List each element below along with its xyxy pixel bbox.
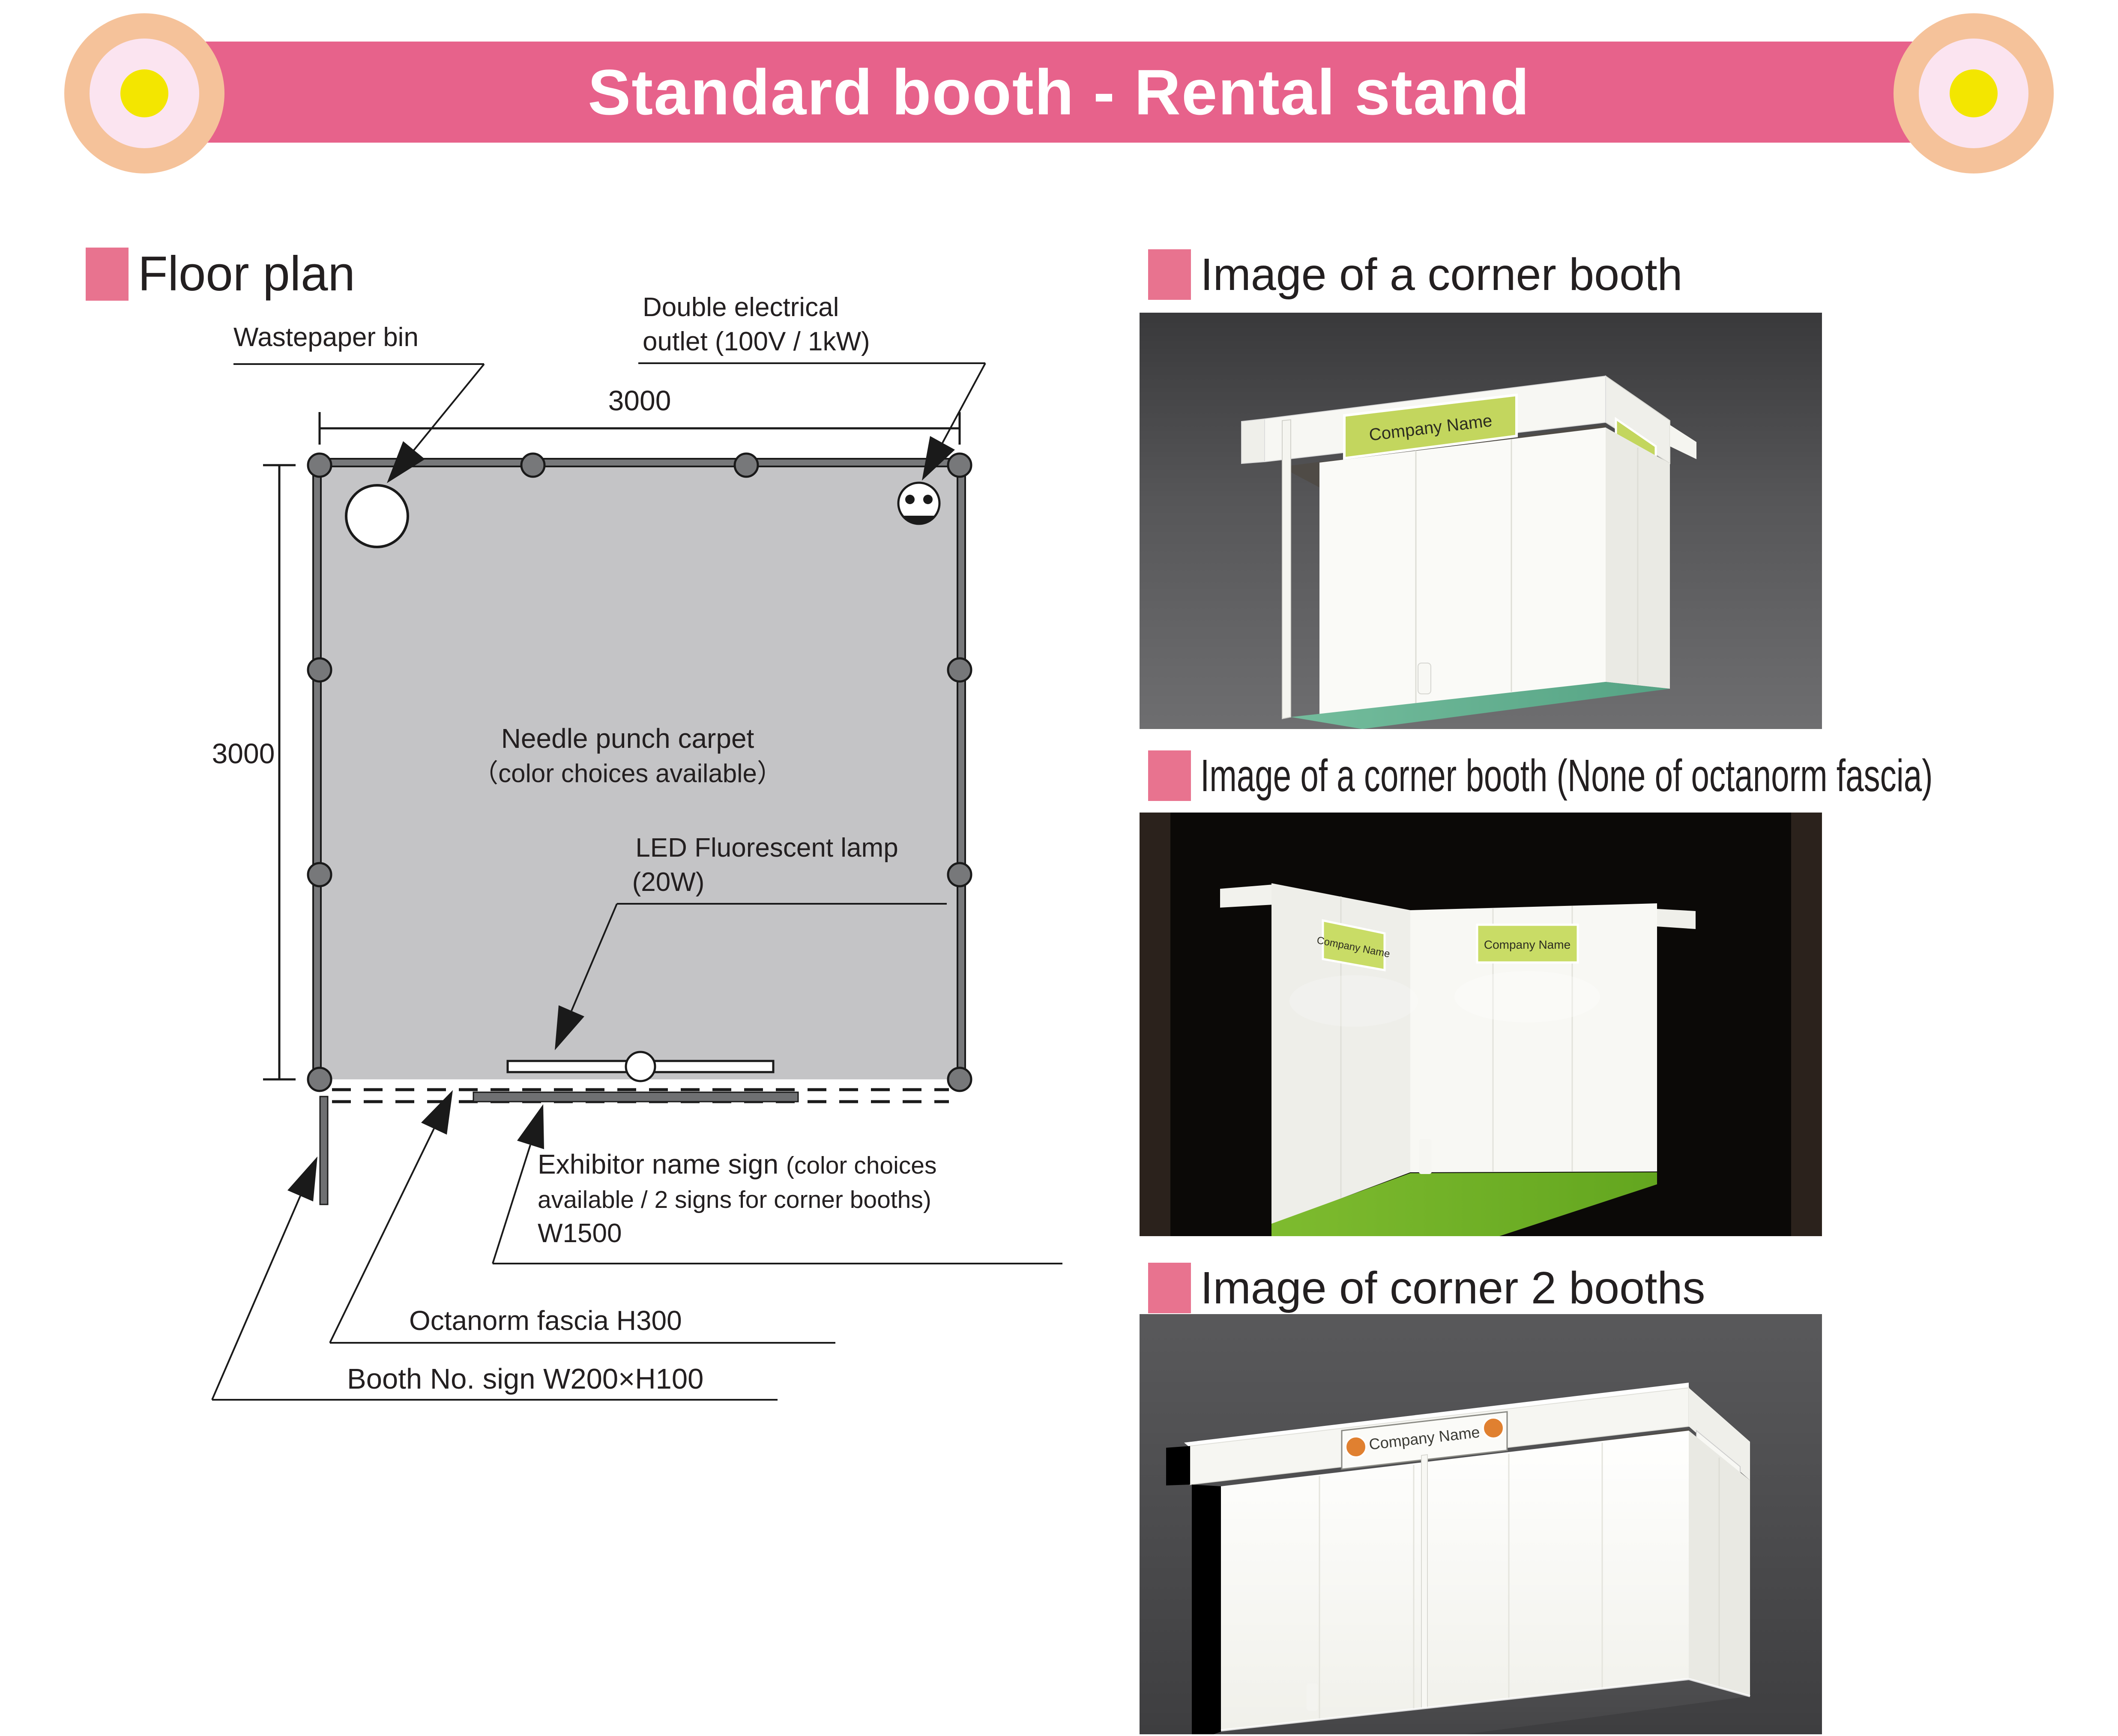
company-name-sign	[1343, 393, 1518, 460]
section-heading-corner-booth-no-fascia: Image of a corner booth (None of octanor…	[1148, 750, 2118, 801]
page-title: Standard booth - Rental stand	[588, 56, 1530, 128]
exhibitor-sign-symbol	[473, 1091, 799, 1103]
heading-text: Floor plan	[138, 247, 355, 301]
fascia-bracket	[1670, 425, 1696, 459]
back-wall	[1410, 903, 1657, 1172]
label-electrical-outlet: Double electrical outlet (100V / 1kW)	[643, 293, 870, 356]
corner-2-booths-image: Company Name	[1140, 1314, 1822, 1734]
heading-bullet	[86, 248, 129, 301]
extinguisher	[1418, 663, 1431, 694]
heading-text: Image of corner 2 booths	[1200, 1263, 1705, 1313]
company-name-text: Company Name	[1484, 938, 1571, 951]
company-name-sign-front	[1476, 923, 1579, 964]
booth-walls	[312, 458, 966, 1080]
carpet-floor	[1291, 682, 1670, 729]
photo-edge-left	[1140, 813, 1170, 1236]
label-carpet: Needle punch carpet （color choices avail…	[473, 723, 783, 788]
svg-text:LED Fluorescent lamp: LED Fluorescent lamp	[635, 833, 898, 863]
logo-right	[1482, 1417, 1505, 1439]
carpet-floor	[1221, 1679, 1750, 1734]
svg-text:（color choices available）: （color choices available）	[473, 759, 783, 788]
fascia-end-cap	[1241, 418, 1265, 464]
side-fascia	[1689, 1388, 1750, 1480]
dimension-top-value: 3000	[608, 385, 671, 416]
label-octanorm-fascia: Octanorm fascia H300	[409, 1305, 682, 1336]
wastepaper-bin-symbol	[345, 484, 409, 548]
fascia-end-cap	[1166, 1446, 1190, 1485]
electrical-outlet-symbol	[897, 481, 941, 525]
decoration-inner-circle	[120, 69, 168, 117]
led-lamp-symbol	[506, 1051, 775, 1082]
dimension-top: 3000	[318, 385, 961, 445]
label-wastepaper-bin: Wastepaper bin	[233, 323, 419, 352]
wall-bracket-left	[1220, 884, 1273, 908]
svg-text:Exhibitor name sign (color cho: Exhibitor name sign (color choices	[538, 1149, 936, 1180]
fascia-top-edge	[1184, 1383, 1689, 1448]
corner-booth-no-fascia-image: Company Name Company Name	[1140, 813, 1822, 1236]
front-post	[1282, 419, 1291, 720]
decoration-inner-circle	[1950, 69, 1998, 117]
svg-text:(20W): (20W)	[632, 867, 705, 897]
section-heading-corner-booth: Image of a corner booth	[1148, 249, 1682, 300]
carpet-floor	[1271, 1172, 1657, 1236]
light-glow	[1289, 975, 1418, 1027]
booth-no-sign-symbol	[319, 1096, 329, 1205]
dimension-left-value: 3000	[212, 738, 275, 769]
heading-bullet	[1148, 750, 1191, 801]
carpet-area	[320, 465, 960, 1079]
section-heading-corner-2-booths: Image of corner 2 booths	[1148, 1263, 1705, 1313]
wall-bracket-right	[1657, 909, 1696, 929]
floor-plan-heading: Floor plan	[86, 248, 355, 301]
label-exhibitor-sign: Exhibitor name sign (color choices avail…	[538, 1149, 936, 1248]
label-led-lamp: LED Fluorescent lamp (20W)	[632, 833, 898, 897]
svg-text:Double electrical: Double electrical	[643, 293, 839, 322]
svg-text:Needle punch carpet: Needle punch carpet	[501, 723, 754, 754]
logo-left	[1345, 1436, 1367, 1458]
extinguisher	[1307, 1683, 1318, 1711]
center-post	[1421, 1454, 1428, 1724]
photo-edge-right	[1791, 813, 1822, 1236]
label-booth-no-sign: Booth No. sign W200×H100	[347, 1363, 703, 1395]
company-name-sign-left	[1322, 919, 1386, 971]
corner-booth-image: Company Name	[1140, 313, 1822, 729]
extinguisher	[1419, 1139, 1432, 1174]
heading-text: Image of a corner booth (None of octanor…	[1200, 750, 1933, 801]
title-banner: Standard booth - Rental stand	[206, 42, 1912, 143]
heading-text: Image of a corner booth	[1200, 249, 1683, 300]
back-wall	[1221, 1431, 1689, 1734]
heading-bullet	[1148, 249, 1191, 300]
left-wall	[1192, 1485, 1221, 1734]
svg-text:available / 2 signs for corner: available / 2 signs for corner booths)	[538, 1186, 931, 1213]
leader-lines	[211, 362, 1062, 1401]
light-glow	[1454, 971, 1600, 1022]
svg-text:outlet (100V / 1kW): outlet (100V / 1kW)	[643, 327, 870, 356]
open-front-dashed-line	[332, 1088, 949, 1103]
dimension-left: 3000	[212, 464, 296, 1081]
company-name-sign	[1341, 1411, 1508, 1470]
heading-bullet	[1148, 1263, 1191, 1313]
booth-posts	[307, 452, 972, 1092]
leader-arrowheads	[287, 436, 955, 1201]
back-wall	[1319, 427, 1606, 716]
svg-text:W1500: W1500	[538, 1219, 622, 1248]
